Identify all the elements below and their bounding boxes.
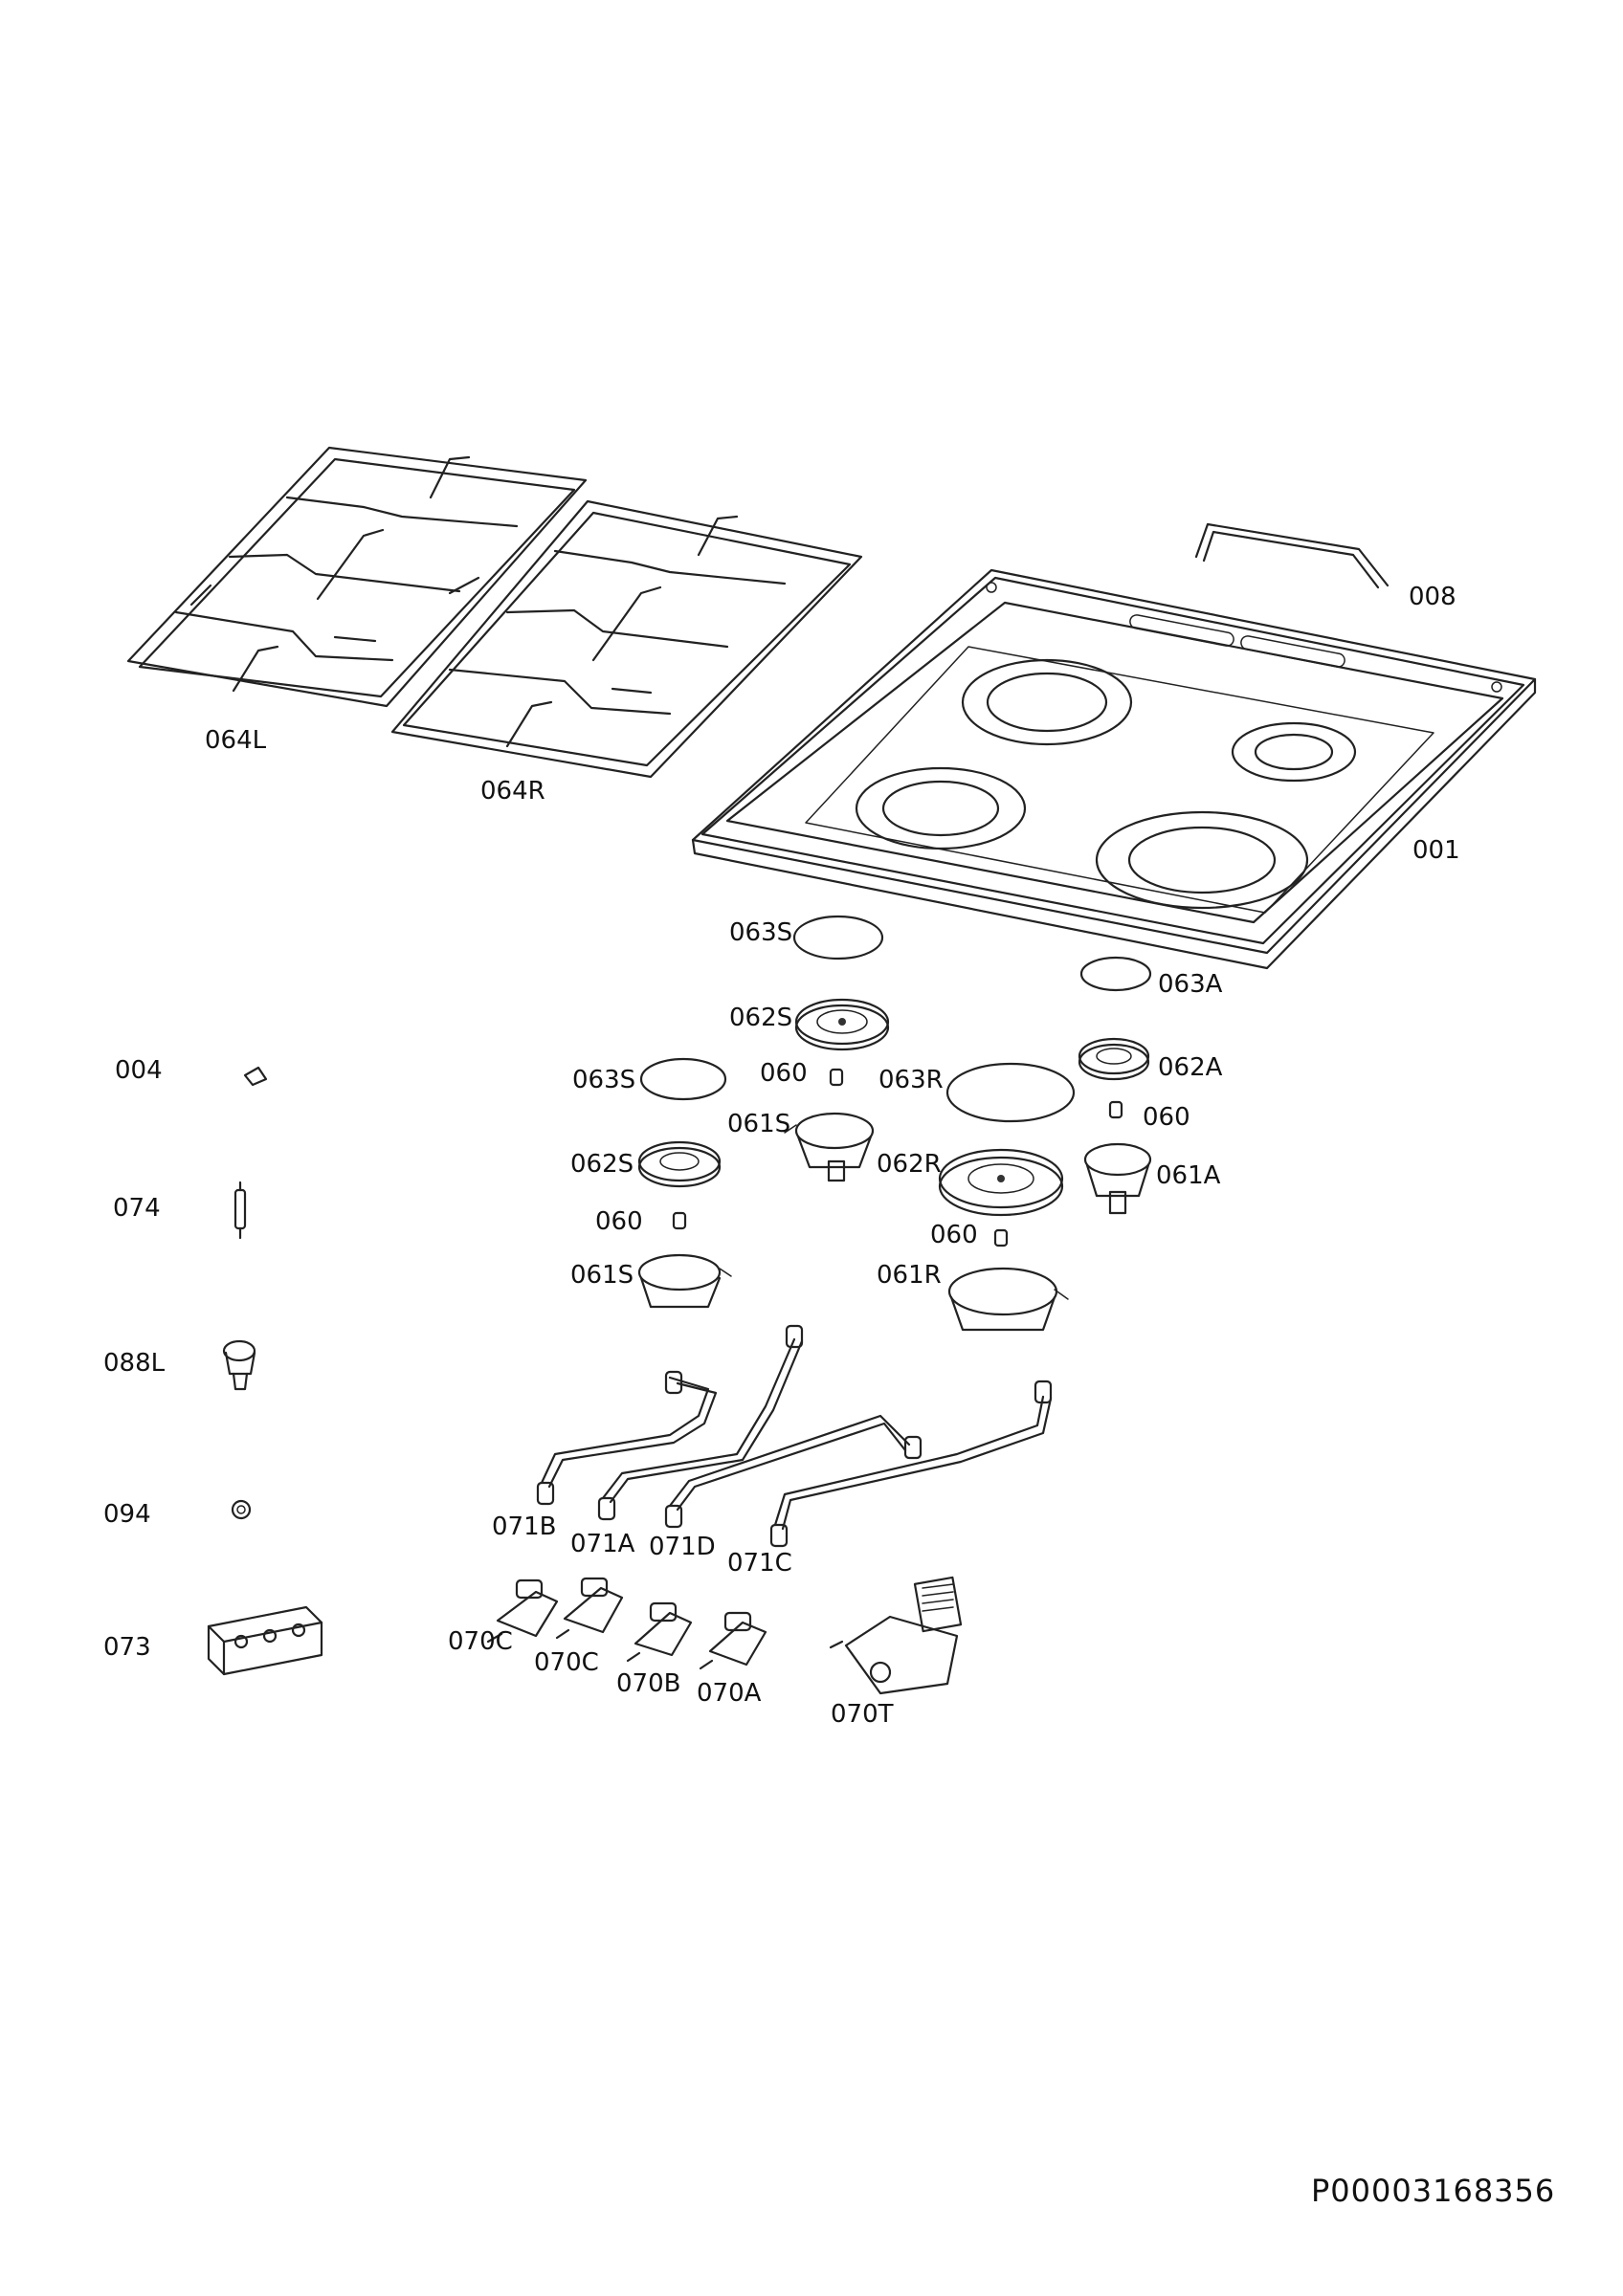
label-073: 073 [103, 1633, 151, 1662]
label-064R: 064R [480, 777, 545, 806]
electrode-icon [233, 1181, 247, 1240]
label-060-b: 060 [1143, 1103, 1190, 1132]
label-062S-b: 062S [570, 1150, 634, 1179]
label-064L: 064L [205, 726, 267, 755]
clip-icon [243, 1066, 268, 1087]
thermostat-icon [829, 1576, 963, 1695]
burner-crown-icon [794, 998, 890, 1051]
gas-pipe-icon [597, 1324, 804, 1521]
label-063S-b: 063S [572, 1066, 635, 1094]
pan-support-left-icon [126, 446, 588, 708]
handle-icon [1194, 522, 1390, 589]
label-060-a: 060 [760, 1059, 808, 1088]
label-094: 094 [103, 1500, 151, 1529]
burner-crown-icon [1078, 1037, 1150, 1081]
gas-tap-icon [486, 1578, 559, 1644]
label-071D: 071D [649, 1533, 716, 1561]
knob-icon [222, 1339, 256, 1391]
label-070C-b: 070C [534, 1648, 599, 1677]
burner-body-icon [784, 1112, 875, 1182]
washer-icon [231, 1499, 252, 1520]
label-001: 001 [1412, 836, 1460, 865]
injector-icon [993, 1228, 1009, 1247]
injector-icon [1108, 1100, 1123, 1119]
label-062S-a: 062S [729, 1004, 792, 1032]
label-070C-a: 070C [448, 1627, 513, 1656]
burner-cap-icon [792, 915, 884, 960]
label-074: 074 [113, 1194, 161, 1223]
label-071C: 071C [727, 1549, 792, 1578]
label-071A: 071A [570, 1530, 635, 1558]
gas-pipe-icon [536, 1370, 718, 1506]
injector-icon [829, 1068, 844, 1087]
label-004: 004 [115, 1056, 163, 1085]
gas-pipe-icon [769, 1380, 1053, 1548]
ignition-switch-icon [207, 1605, 323, 1676]
burner-cap-icon [945, 1062, 1076, 1123]
gas-pipe-icon [664, 1414, 923, 1529]
label-070B: 070B [616, 1669, 680, 1698]
burner-body-icon [637, 1253, 732, 1309]
hob-top-icon [691, 568, 1537, 970]
label-070T: 070T [831, 1700, 894, 1729]
drawing-reference: P00003168356 [1311, 2173, 1555, 2209]
injector-icon [672, 1211, 687, 1230]
label-061A: 061A [1156, 1161, 1221, 1190]
burner-body-icon [947, 1267, 1069, 1332]
label-062A: 062A [1158, 1053, 1223, 1082]
gas-tap-icon [626, 1601, 693, 1663]
label-061S-a: 061S [727, 1110, 790, 1138]
gas-tap-icon [699, 1611, 767, 1670]
label-061R: 061R [877, 1261, 942, 1290]
label-060-d: 060 [930, 1221, 978, 1249]
label-063A: 063A [1158, 970, 1223, 999]
burner-crown-icon [938, 1148, 1064, 1217]
burner-crown-icon [637, 1140, 722, 1188]
pan-support-right-icon [390, 499, 863, 779]
burner-cap-icon [1079, 956, 1152, 992]
burner-cap-icon [639, 1057, 727, 1101]
label-062R: 062R [877, 1150, 942, 1179]
label-061S-b: 061S [570, 1261, 634, 1290]
label-071B: 071B [492, 1512, 556, 1541]
burner-body-icon [1083, 1142, 1152, 1215]
label-060-c: 060 [595, 1207, 643, 1236]
label-070A: 070A [697, 1679, 762, 1708]
label-063R: 063R [878, 1066, 944, 1094]
label-088L: 088L [103, 1349, 166, 1378]
label-008: 008 [1409, 583, 1456, 611]
label-063S-a: 063S [729, 918, 792, 947]
gas-tap-icon [555, 1577, 624, 1640]
